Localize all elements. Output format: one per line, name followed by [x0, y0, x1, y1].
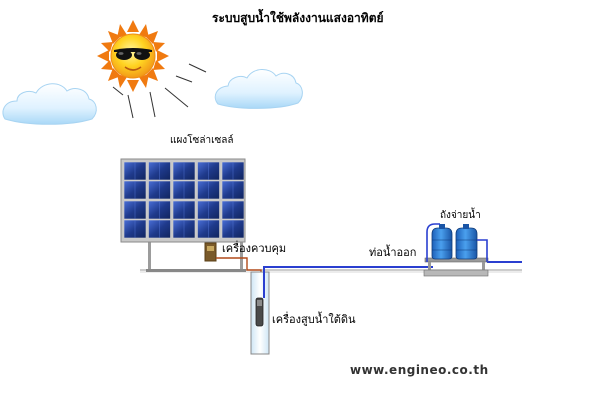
pump-icon: [255, 297, 264, 327]
tank-outlet-pipe: [477, 239, 488, 262]
cloud-icon: [214, 69, 303, 109]
outlet-pipe: [263, 266, 433, 298]
tank-inlet-pipe: [426, 223, 440, 262]
sunglasses-icon: [114, 48, 152, 60]
label-solar-panel: แผงโซล่าเซลล์: [170, 135, 234, 146]
sun-icon: [97, 20, 169, 92]
website-link[interactable]: www.engineo.co.th: [350, 363, 489, 377]
tank-stand: [423, 257, 489, 277]
water-tank-icon: [431, 224, 453, 260]
label-outlet-pipe: ท่อน้ำออก: [369, 246, 417, 259]
sunbeam-lines: [112, 63, 207, 119]
solar-panel-icon: [120, 158, 246, 243]
cloud-icon: [2, 83, 97, 125]
label-submersible-pump: เครื่องสูบน้ำใต้ดิน: [272, 313, 356, 326]
panel-support: [146, 241, 246, 272]
controller-icon: [204, 242, 217, 262]
label-water-tank: ถังจ่ายน้ำ: [440, 210, 481, 221]
label-controller: เครื่องควบคุม: [222, 242, 287, 255]
water-tank-icon: [455, 224, 478, 260]
diagram-title: ระบบสูบน้ำใช้พลังงานแสงอาทิตย์: [212, 11, 384, 25]
